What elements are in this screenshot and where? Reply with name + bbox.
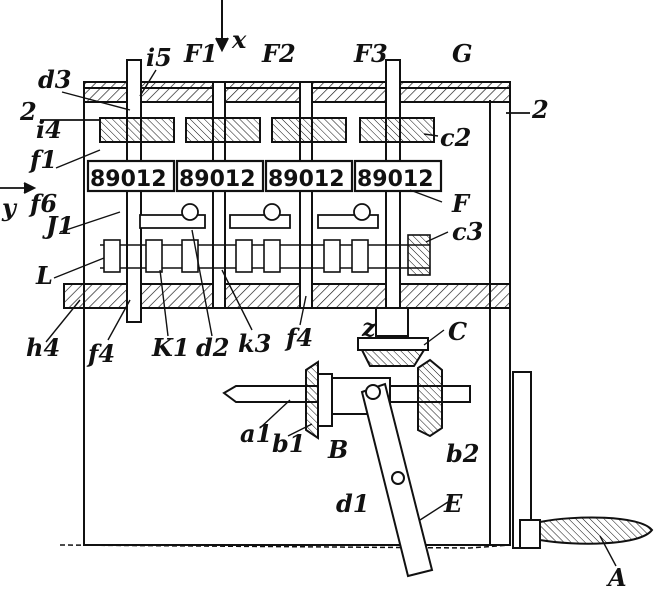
label-f: F — [451, 189, 471, 218]
label-x: x — [231, 25, 247, 54]
label-a1: a1 — [240, 419, 272, 448]
label-g: G — [452, 39, 473, 68]
label-c2: c2 — [440, 123, 471, 152]
label-y: y — [1, 193, 18, 222]
label-k1: K1 — [151, 333, 190, 362]
label-z: z — [361, 313, 377, 342]
bevel-gear-c — [360, 349, 426, 367]
label-b1: b1 — [272, 429, 305, 458]
label-f4-right: f4 — [284, 323, 313, 352]
pawl-linkage — [139, 203, 379, 229]
label-d3: d3 — [38, 65, 71, 94]
crank-handle — [539, 516, 654, 545]
shaft-z — [375, 307, 409, 337]
leader-lines — [45, 69, 617, 567]
bevel-gear-b1 — [305, 360, 319, 440]
gear-heads — [99, 117, 435, 143]
label-f4-left: f4 — [86, 339, 115, 368]
label-c3: c3 — [452, 217, 483, 246]
bevel-gear-b2 — [417, 358, 443, 438]
counter-digits-3: 89012 — [268, 167, 345, 192]
label-f1-wheel: F1 — [183, 39, 218, 68]
label-l: L — [35, 261, 53, 290]
counter-digits-4: 89012 — [357, 167, 434, 192]
top-plate — [83, 81, 511, 103]
reference-labels: x i5 F1 F2 F3 G d3 2 2 i4 c2 f1 y f6 F J… — [1, 25, 627, 592]
label-c: C — [448, 317, 467, 346]
counter-digits-1: 89012 — [90, 167, 167, 192]
label-b2: b2 — [446, 439, 479, 468]
label-i5: i5 — [146, 43, 172, 72]
counter-boxes — [86, 159, 443, 193]
label-section-2-left: 2 — [19, 97, 37, 126]
counter-digits: 89012 89012 89012 89012 — [90, 167, 434, 192]
label-a: A — [606, 563, 627, 592]
counter-digits-2: 89012 — [179, 167, 256, 192]
label-b: B — [327, 435, 348, 464]
label-f3: F3 — [353, 39, 388, 68]
drive-chain — [100, 234, 431, 276]
label-f6: f6 — [28, 189, 57, 218]
label-f1: f1 — [28, 145, 57, 174]
label-h4: h4 — [26, 333, 60, 362]
label-k3: k3 — [238, 329, 271, 358]
frame-outline — [83, 87, 511, 546]
label-j1: J1 — [42, 211, 74, 240]
label-i4: i4 — [36, 115, 62, 144]
label-d1: d1 — [336, 489, 369, 518]
label-f2: F2 — [261, 39, 296, 68]
label-e: E — [443, 489, 463, 518]
label-d2: d2 — [196, 333, 229, 362]
label-section-2-right: 2 — [531, 95, 549, 124]
